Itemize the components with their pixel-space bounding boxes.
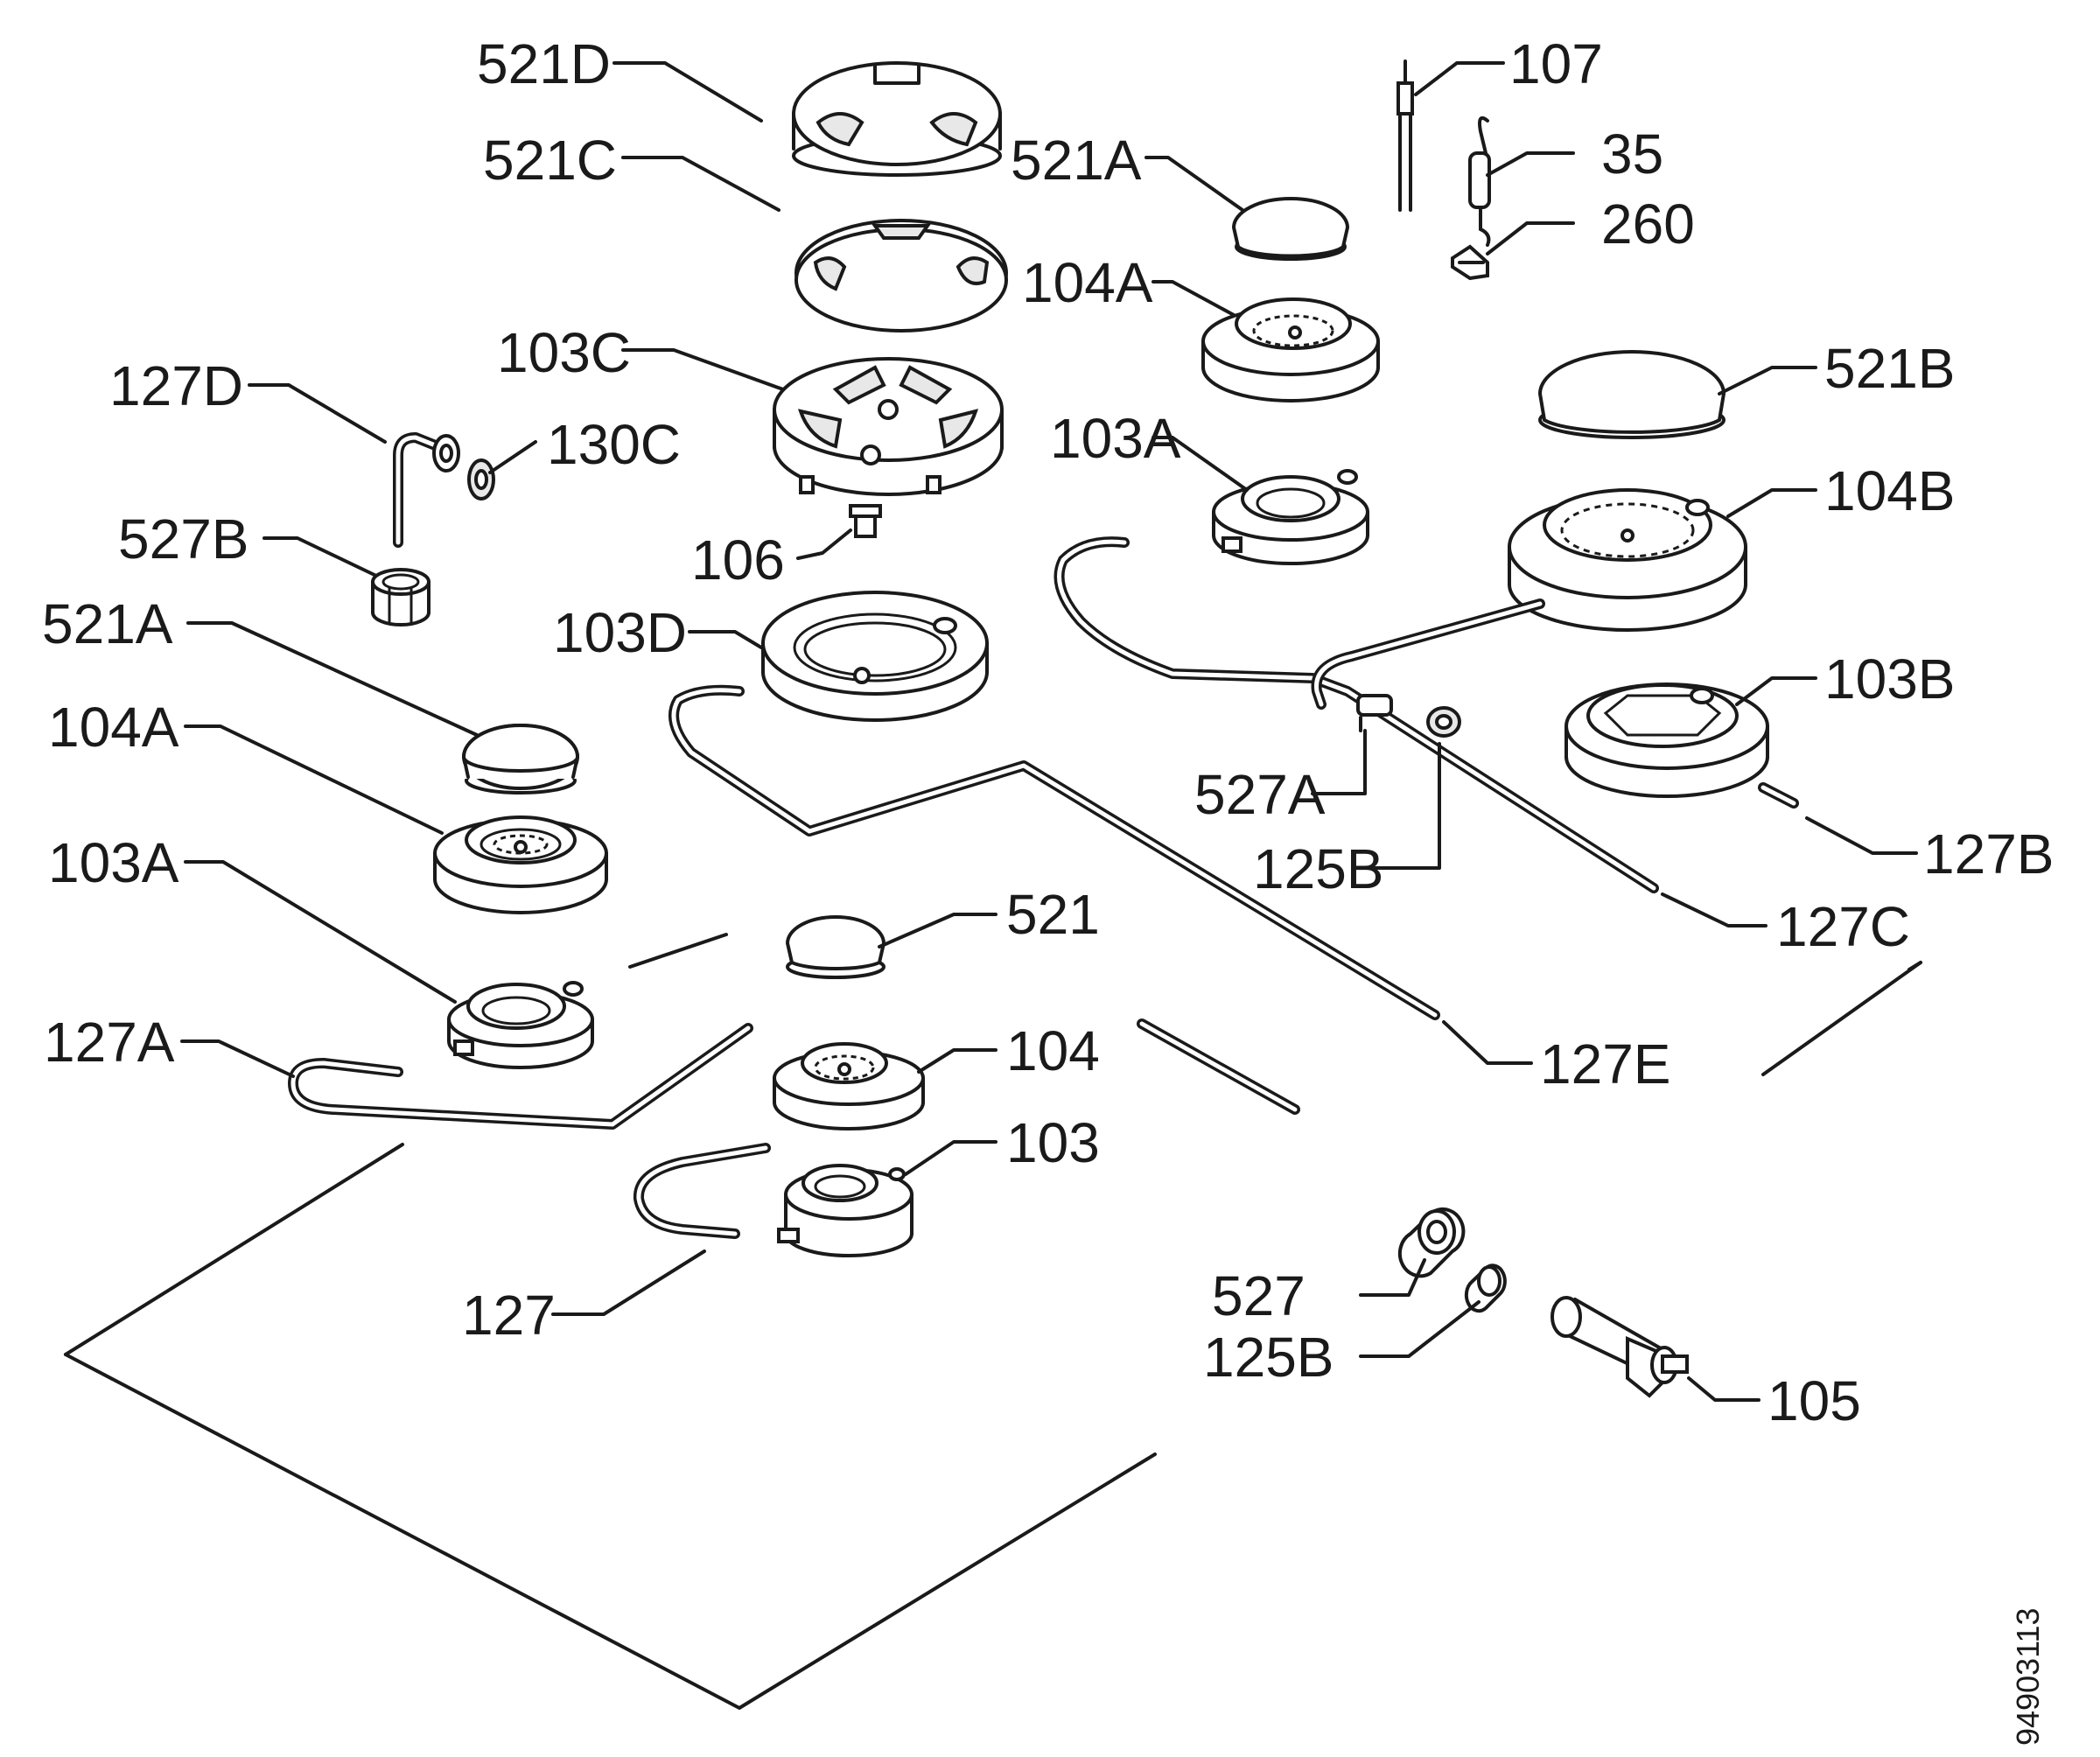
burner-base-103b	[1564, 682, 1769, 798]
label-103d: 103D	[553, 601, 687, 664]
label-127c: 127C	[1776, 895, 1910, 958]
label-521a-left: 521A	[42, 592, 173, 655]
label-521a-right: 521A	[1011, 129, 1142, 192]
label-521d: 521D	[477, 32, 611, 95]
gas-tap-105	[1550, 1296, 1689, 1398]
label-521c: 521C	[483, 129, 617, 192]
fitting-527a	[1356, 694, 1393, 732]
label-104a-right: 104A	[1022, 251, 1153, 314]
label-127e: 127E	[1540, 1032, 1670, 1096]
label-103a-left: 103A	[48, 831, 179, 894]
label-521: 521	[1006, 883, 1100, 946]
injector-106	[849, 504, 882, 538]
label-527a: 527A	[1194, 763, 1326, 826]
label-107: 107	[1509, 32, 1603, 95]
clip-260	[1451, 244, 1489, 281]
label-127d: 127D	[109, 354, 243, 417]
label-125b-bottom: 125B	[1203, 1326, 1334, 1389]
label-260: 260	[1601, 192, 1695, 256]
label-106: 106	[691, 528, 785, 592]
label-104a-left: 104A	[48, 696, 179, 759]
burner-head-104a-right	[1201, 298, 1380, 402]
label-103c: 103C	[497, 321, 631, 384]
leader-lines	[180, 61, 1918, 1402]
pipe-127d	[393, 432, 460, 548]
pipe-127	[633, 1143, 771, 1239]
pipe-127e	[668, 684, 1440, 1115]
cap-521	[785, 915, 886, 979]
label-103: 103	[1006, 1111, 1100, 1174]
nut-527	[1397, 1208, 1466, 1278]
hob-outline	[64, 933, 1922, 1710]
label-103a-right: 103A	[1050, 407, 1181, 470]
cap-521a-right	[1231, 197, 1350, 261]
label-527b: 527B	[118, 508, 248, 570]
label-103b: 103B	[1824, 648, 1955, 710]
burner-head-104b	[1508, 488, 1747, 632]
cap-521a-left	[461, 724, 580, 794]
label-527: 527	[1212, 1264, 1306, 1327]
label-127: 127	[462, 1284, 556, 1347]
nut-527b	[371, 568, 430, 626]
label-104: 104	[1006, 1019, 1100, 1082]
washer-130c	[467, 458, 495, 500]
cap-521d	[792, 61, 1002, 177]
pipe-127c	[1054, 536, 1659, 893]
cap-521b	[1537, 350, 1726, 439]
burner-base-103a-right	[1212, 469, 1369, 565]
part-labels: 521D 521C 103C 127D 130C 527B 106 103D 5…	[42, 32, 2054, 1746]
burner-head-104a-left	[433, 816, 608, 914]
burner-103c	[773, 357, 1004, 496]
pipe-127a	[288, 1023, 753, 1130]
pipe-127b	[1311, 598, 1799, 808]
nut-125b-top	[1426, 706, 1461, 738]
burner-103d	[761, 591, 989, 722]
label-130c: 130C	[547, 413, 681, 476]
label-104b: 104B	[1824, 459, 1955, 522]
burner-base-103a-left	[447, 981, 594, 1069]
label-105: 105	[1768, 1369, 1861, 1432]
electrode-35	[1468, 116, 1491, 247]
burner-head-104	[773, 1042, 925, 1130]
label-521b: 521B	[1824, 337, 1955, 400]
drawing-number: 94903113	[2010, 1608, 2046, 1746]
burner-base-103	[777, 1164, 914, 1257]
label-35: 35	[1601, 122, 1663, 186]
cap-521c	[794, 219, 1008, 332]
label-125b-top: 125B	[1253, 837, 1383, 900]
nut-125b-bottom	[1464, 1264, 1507, 1313]
thermocouple-107	[1396, 60, 1414, 212]
label-127b: 127B	[1923, 822, 2054, 886]
label-127a: 127A	[44, 1011, 175, 1074]
